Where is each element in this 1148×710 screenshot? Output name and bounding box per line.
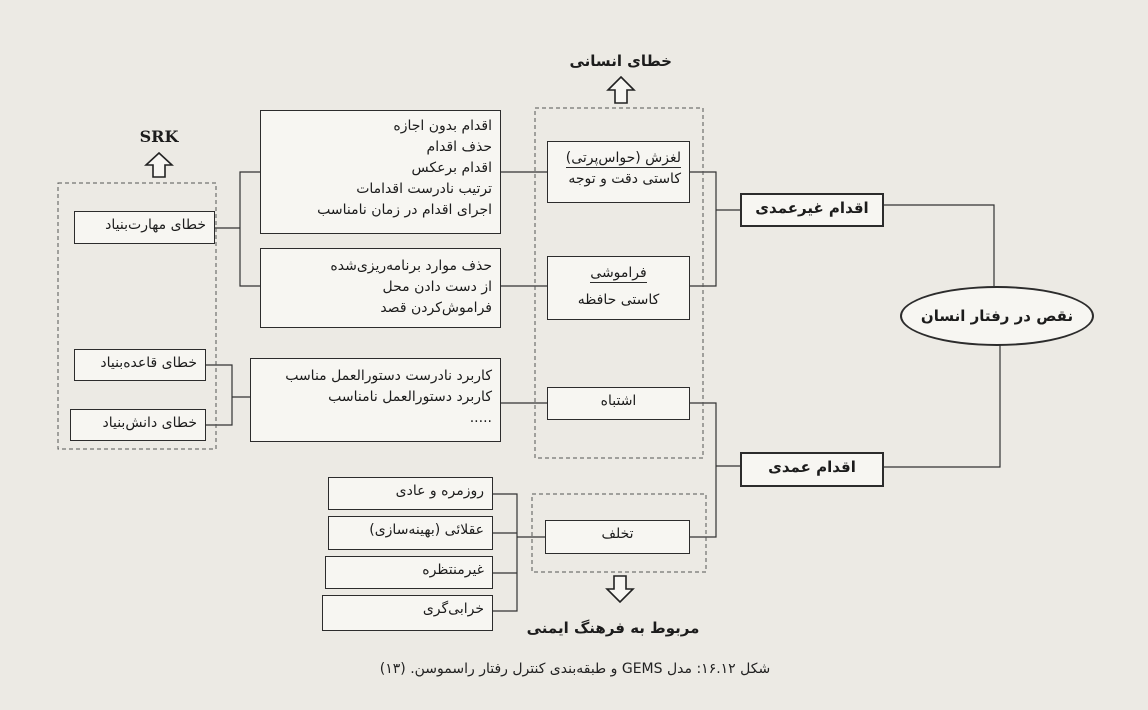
knowledge-based-error-label: خطای دانش‌بنیاد <box>102 415 197 431</box>
list-item: اجرای اقدام در زمان نامناسب <box>317 202 492 218</box>
intended-action-label: اقدام عمدی <box>768 458 856 476</box>
lapse-title: فراموشی <box>590 265 647 283</box>
list-item: ..... <box>469 410 492 426</box>
lapse-box: فراموشی کاستی حافظه <box>547 256 690 320</box>
violation-routine-label: روزمره و عادی <box>395 483 484 499</box>
slip-box: لغزش (حواس‌پرتی) کاستی دقت و توجه <box>547 141 690 203</box>
root-label: نقص در رفتار انسان <box>920 307 1074 325</box>
violation-exceptional-label: غیرمنتظره <box>422 562 484 578</box>
arrow-up-icon <box>606 76 636 104</box>
arrow-up-icon <box>144 152 174 178</box>
violation-optimizing-label: عقلائی (بهینه‌سازی) <box>369 522 484 538</box>
lapse-subtitle: کاستی حافظه <box>577 292 660 308</box>
list-item: اقدام بدون اجازه <box>393 118 492 134</box>
violation-routine-box: روزمره و عادی <box>328 477 493 510</box>
slip-actions-box: اقدام بدون اجازه حذف اقدام اقدام برعکس ت… <box>260 110 501 234</box>
mistake-label: اشتباه <box>600 393 637 409</box>
list-item: اقدام برعکس <box>411 160 493 176</box>
unintended-action-box: اقدام غیرعمدی <box>740 193 884 227</box>
list-item: حذف اقدام <box>426 139 492 155</box>
intended-action-box: اقدام عمدی <box>740 452 884 487</box>
rule-based-error-label: خطای قاعده‌بنیاد <box>100 355 197 371</box>
knowledge-based-error-box: خطای دانش‌بنیاد <box>70 409 206 441</box>
human-behavior-failure-ellipse: نقص در رفتار انسان <box>900 286 1094 346</box>
mistake-box: اشتباه <box>547 387 690 420</box>
srk-label: SRK <box>139 127 179 146</box>
violation-exceptional-box: غیرمنتظره <box>325 556 493 589</box>
mistake-actions-box: کاربرد نادرست دستورالعمل مناسب کاربرد دس… <box>250 358 501 442</box>
slip-subtitle: کاستی دقت و توجه <box>568 171 681 187</box>
list-item: کاربرد نادرست دستورالعمل مناسب <box>285 368 492 384</box>
list-item: از دست دادن محل <box>382 279 493 295</box>
lapse-actions-box: حذف موارد برنامه‌ریزی‌شده از دست دادن مح… <box>260 248 501 328</box>
list-item: ترتیب نادرست اقدامات <box>356 181 492 197</box>
skill-based-error-label: خطای مهارت‌بنیاد <box>105 217 206 233</box>
arrow-down-icon <box>605 575 635 603</box>
list-item: کاربرد دستورالعمل نامناسب <box>328 389 492 405</box>
violation-sabotage-box: خرابی‌گری <box>322 595 493 631</box>
rule-based-error-box: خطای قاعده‌بنیاد <box>74 349 206 381</box>
slip-title: لغزش (حواس‌پرتی) <box>565 150 681 168</box>
list-item: حذف موارد برنامه‌ریزی‌شده <box>330 258 492 274</box>
skill-based-error-box: خطای مهارت‌بنیاد <box>74 211 215 244</box>
violation-sabotage-label: خرابی‌گری <box>422 601 484 617</box>
violation-optimizing-box: عقلائی (بهینه‌سازی) <box>328 516 493 550</box>
figure-caption: شکل ۱۶.۱۲: مدل GEMS و طبقه‌بندی کنترل رف… <box>379 661 771 677</box>
violation-box: تخلف <box>545 520 690 554</box>
unintended-action-label: اقدام غیرعمدی <box>755 199 869 217</box>
violation-label: تخلف <box>601 526 634 542</box>
human-error-label: خطای انسانی <box>569 52 672 70</box>
list-item: فراموش‌کردن قصد <box>380 300 492 316</box>
safety-culture-label: مربوط به فرهنگ ایمنی <box>526 619 700 637</box>
